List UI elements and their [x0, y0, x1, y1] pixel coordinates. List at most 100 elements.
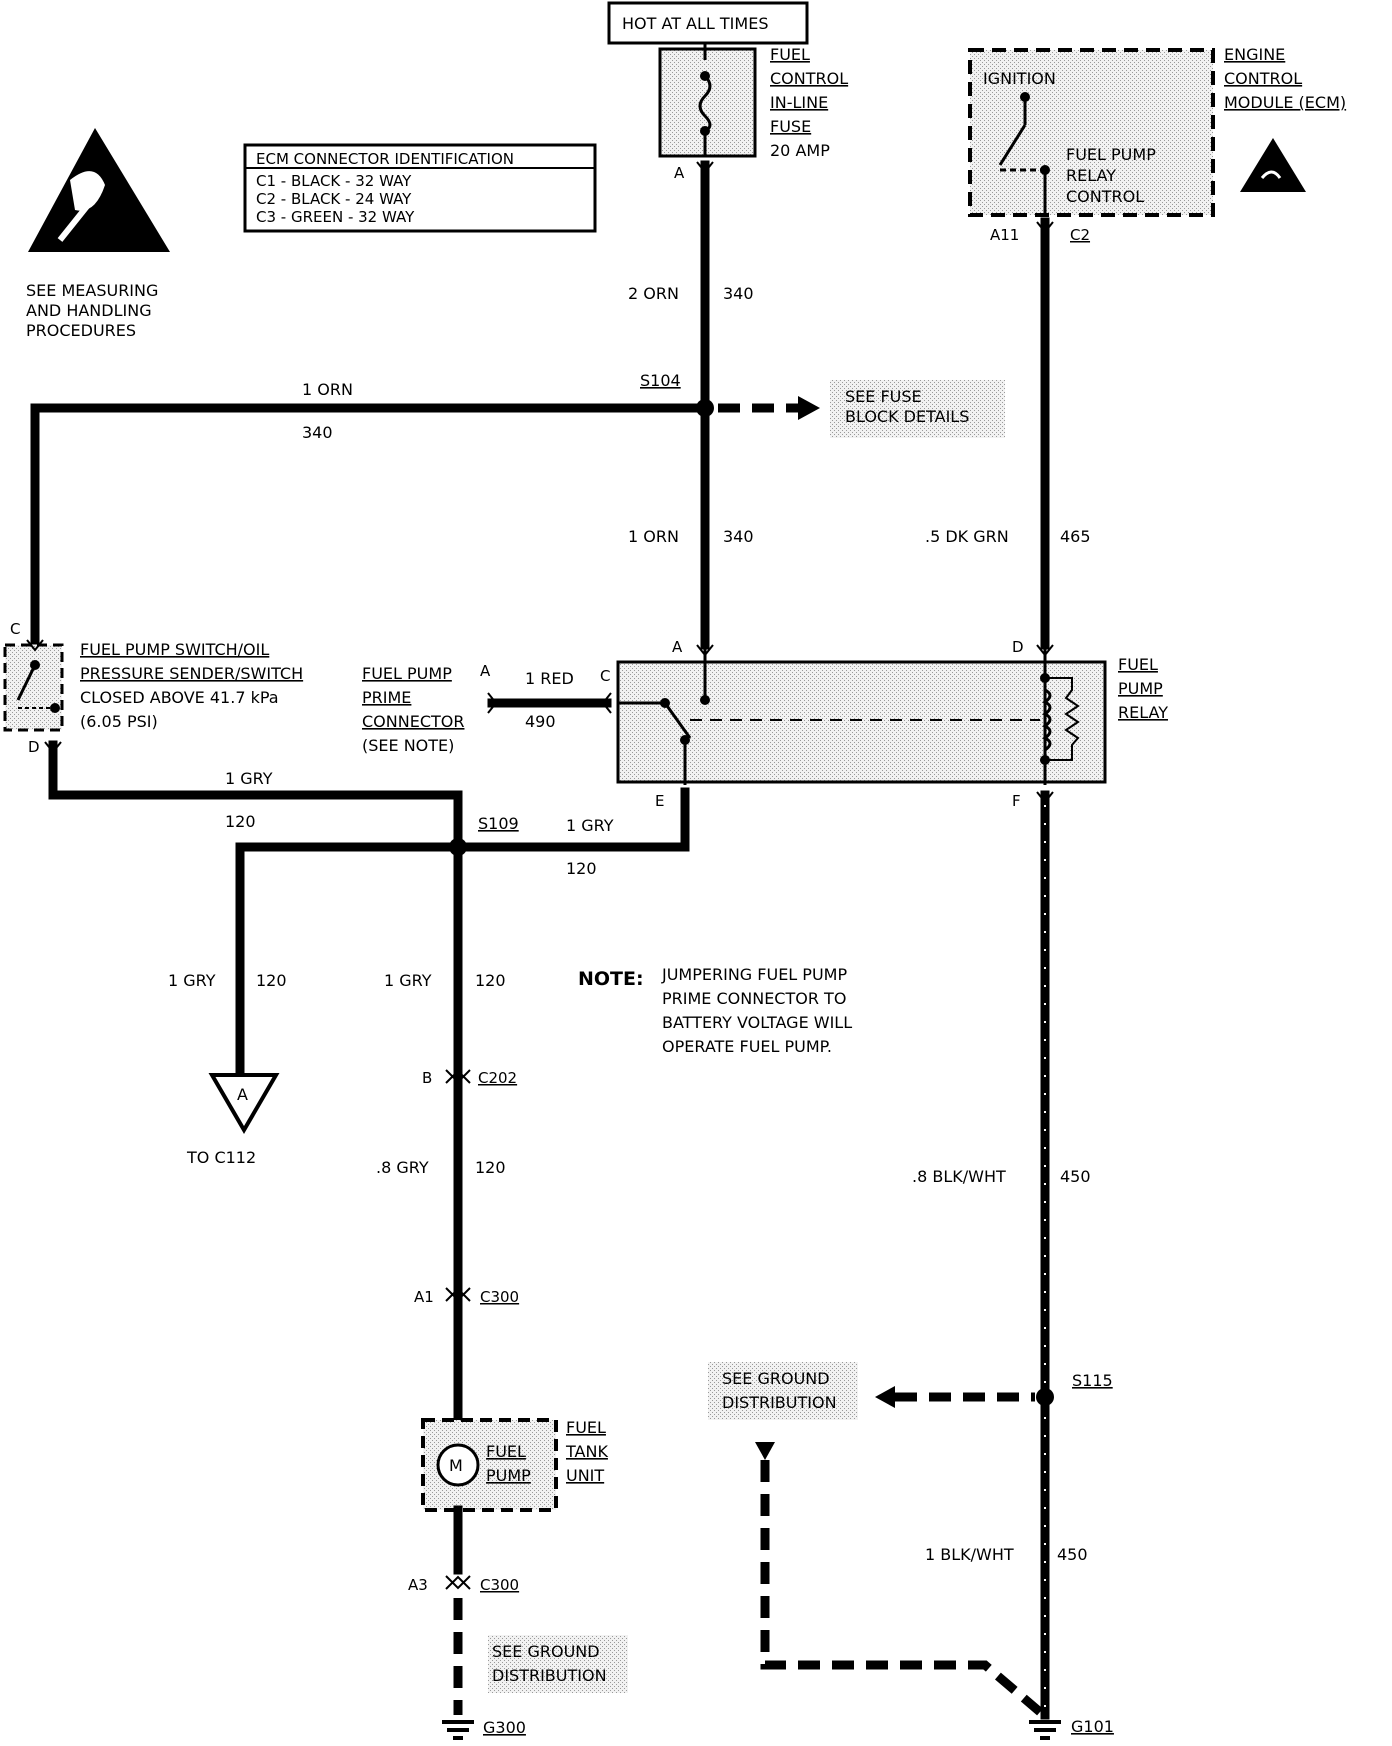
connector-c202 — [445, 1069, 471, 1084]
relay-label-1: FUEL — [1118, 655, 1158, 674]
ecm-relay-ctrl-3: CONTROL — [1066, 187, 1144, 206]
wire-label: 1 GRY — [566, 816, 614, 835]
ecm-relay-ctrl-1: FUEL PUMP — [1066, 145, 1156, 164]
offpage-connector-icon — [208, 1073, 280, 1134]
ground-ref-2: DISTRIBUTION — [722, 1393, 837, 1412]
fuel-pump-motor-icon: M — [449, 1456, 463, 1475]
note-line: BATTERY VOLTAGE WILL — [662, 1013, 852, 1032]
ecm-id-row: C1 - BLACK - 32 WAY — [256, 172, 412, 190]
wire-label: 1 ORN — [302, 380, 353, 399]
fuel-control-fuse — [658, 43, 757, 158]
wire-circuit: 465 — [1060, 527, 1091, 546]
wire-gry-120 — [48, 740, 463, 1540]
splice-s104 — [696, 399, 714, 417]
ground-label: G101 — [1071, 1717, 1114, 1736]
relay-pin-f: F — [1012, 792, 1021, 810]
splice-s115 — [1036, 1388, 1054, 1406]
ground-icon — [1029, 1720, 1061, 1740]
offpage-label: TO C112 — [186, 1148, 256, 1167]
oil-switch-label-1: FUEL PUMP SWITCH/OIL — [80, 640, 269, 659]
oil-switch-pin-c: C — [10, 620, 20, 638]
fuel-tank-label-3: UNIT — [566, 1466, 604, 1485]
ecm-title-3: MODULE (ECM) — [1224, 93, 1346, 112]
ground-icon — [442, 1720, 474, 1740]
esd-warning-icon — [28, 128, 170, 252]
fuel-tank-unit — [421, 1418, 558, 1512]
wire-circuit: 120 — [475, 971, 506, 990]
fuel-tank-label-2: TANK — [565, 1442, 608, 1461]
fuse-block-ref-1: SEE FUSE — [845, 387, 922, 406]
prime-conn-pin-a: A — [480, 662, 491, 680]
wire-circuit: 120 — [475, 1158, 506, 1177]
oil-switch-pin-d: D — [28, 738, 40, 756]
splice-label: S104 — [640, 371, 681, 390]
prime-conn-label-1: FUEL PUMP — [362, 664, 452, 683]
relay-label-2: PUMP — [1118, 679, 1163, 698]
note-line: PRIME CONNECTOR TO — [662, 989, 846, 1008]
ecm-id-title: ECM CONNECTOR IDENTIFICATION — [256, 150, 514, 168]
ground-ref-1: SEE GROUND — [492, 1642, 600, 1661]
ecm-id-row: C3 - GREEN - 32 WAY — [256, 208, 415, 226]
fuel-tank-label-1: FUEL — [566, 1418, 606, 1437]
wire-circuit: 340 — [723, 527, 754, 546]
fuel-pump-label-1: FUEL — [486, 1442, 526, 1461]
wire-circuit: 490 — [525, 712, 556, 731]
wire-label: 1 GRY — [168, 971, 216, 990]
note-line: OPERATE FUEL PUMP. — [662, 1037, 832, 1056]
ecm-pin-a11: A11 — [990, 226, 1019, 244]
fuse-pin-a: A — [674, 164, 685, 182]
splice-s109 — [449, 838, 467, 856]
ecm-relay-ctrl-2: RELAY — [1066, 166, 1116, 185]
connector-c300-a1 — [445, 1287, 471, 1302]
oil-switch-label-2: PRESSURE SENDER/SWITCH — [80, 664, 303, 683]
fuel-pump-relay — [616, 645, 1107, 785]
connector-c300-a3 — [445, 1575, 471, 1590]
hot-at-all-times-label: HOT AT ALL TIMES — [622, 14, 768, 33]
ecm-title-1: ENGINE — [1224, 45, 1285, 64]
connector-pin: B — [422, 1069, 432, 1087]
ground-ref-box — [708, 1362, 858, 1420]
relay-pin-a: A — [672, 638, 683, 656]
wire-label: .8 GRY — [376, 1158, 429, 1177]
connector-label: C300 — [480, 1576, 519, 1594]
prime-conn-label-3: CONNECTOR — [362, 712, 464, 731]
connector-pin: A3 — [408, 1576, 428, 1594]
wire-circuit: 340 — [302, 423, 333, 442]
ecm-module — [968, 48, 1215, 217]
ecm-title-2: CONTROL — [1224, 69, 1302, 88]
arrow-down-icon — [755, 1442, 775, 1460]
wire-label: 2 ORN — [628, 284, 679, 303]
ground-ref-2: DISTRIBUTION — [492, 1666, 607, 1685]
arrow-left-icon — [875, 1386, 895, 1408]
wire-circuit: 120 — [256, 971, 287, 990]
wire-circuit: 450 — [1060, 1167, 1091, 1186]
prime-conn-label-2: PRIME — [362, 688, 411, 707]
wire-circuit: 120 — [566, 859, 597, 878]
wire-label: .5 DK GRN — [925, 527, 1009, 546]
wire-circuit: 450 — [1057, 1545, 1088, 1564]
oil-pressure-switch — [3, 643, 64, 732]
hot-at-all-times-box — [607, 1, 809, 45]
wire-label: 1 GRY — [384, 971, 432, 990]
ground-ref-1: SEE GROUND — [722, 1369, 830, 1388]
connector-label: C202 — [478, 1069, 517, 1087]
relay-label-3: RELAY — [1118, 703, 1168, 722]
arrow-right-icon — [798, 396, 820, 420]
esd-note-line2: AND HANDLING — [26, 301, 152, 320]
wire-circuit: 120 — [225, 812, 256, 831]
fuel-pump-label-2: PUMP — [486, 1466, 531, 1485]
esd-warning-icon — [1240, 138, 1306, 192]
fuse-block-ref-box — [830, 380, 1005, 438]
ecm-id-row: C2 - BLACK - 24 WAY — [256, 190, 412, 208]
ecm-ignition-label: IGNITION — [983, 69, 1056, 88]
wire-label: 1 GRY — [225, 769, 273, 788]
prime-conn-label-4: (SEE NOTE) — [362, 736, 454, 755]
splice-label: S109 — [478, 814, 519, 833]
note-label: NOTE: — [578, 968, 644, 990]
connector-pin: A1 — [414, 1288, 434, 1306]
ecm-connector-id-box: ECM CONNECTOR IDENTIFICATION C1 - BLACK … — [243, 143, 597, 233]
esd-note-line3: PROCEDURES — [26, 321, 136, 340]
connector-label: C300 — [480, 1288, 519, 1306]
fuse-label-4: FUSE — [770, 117, 811, 136]
